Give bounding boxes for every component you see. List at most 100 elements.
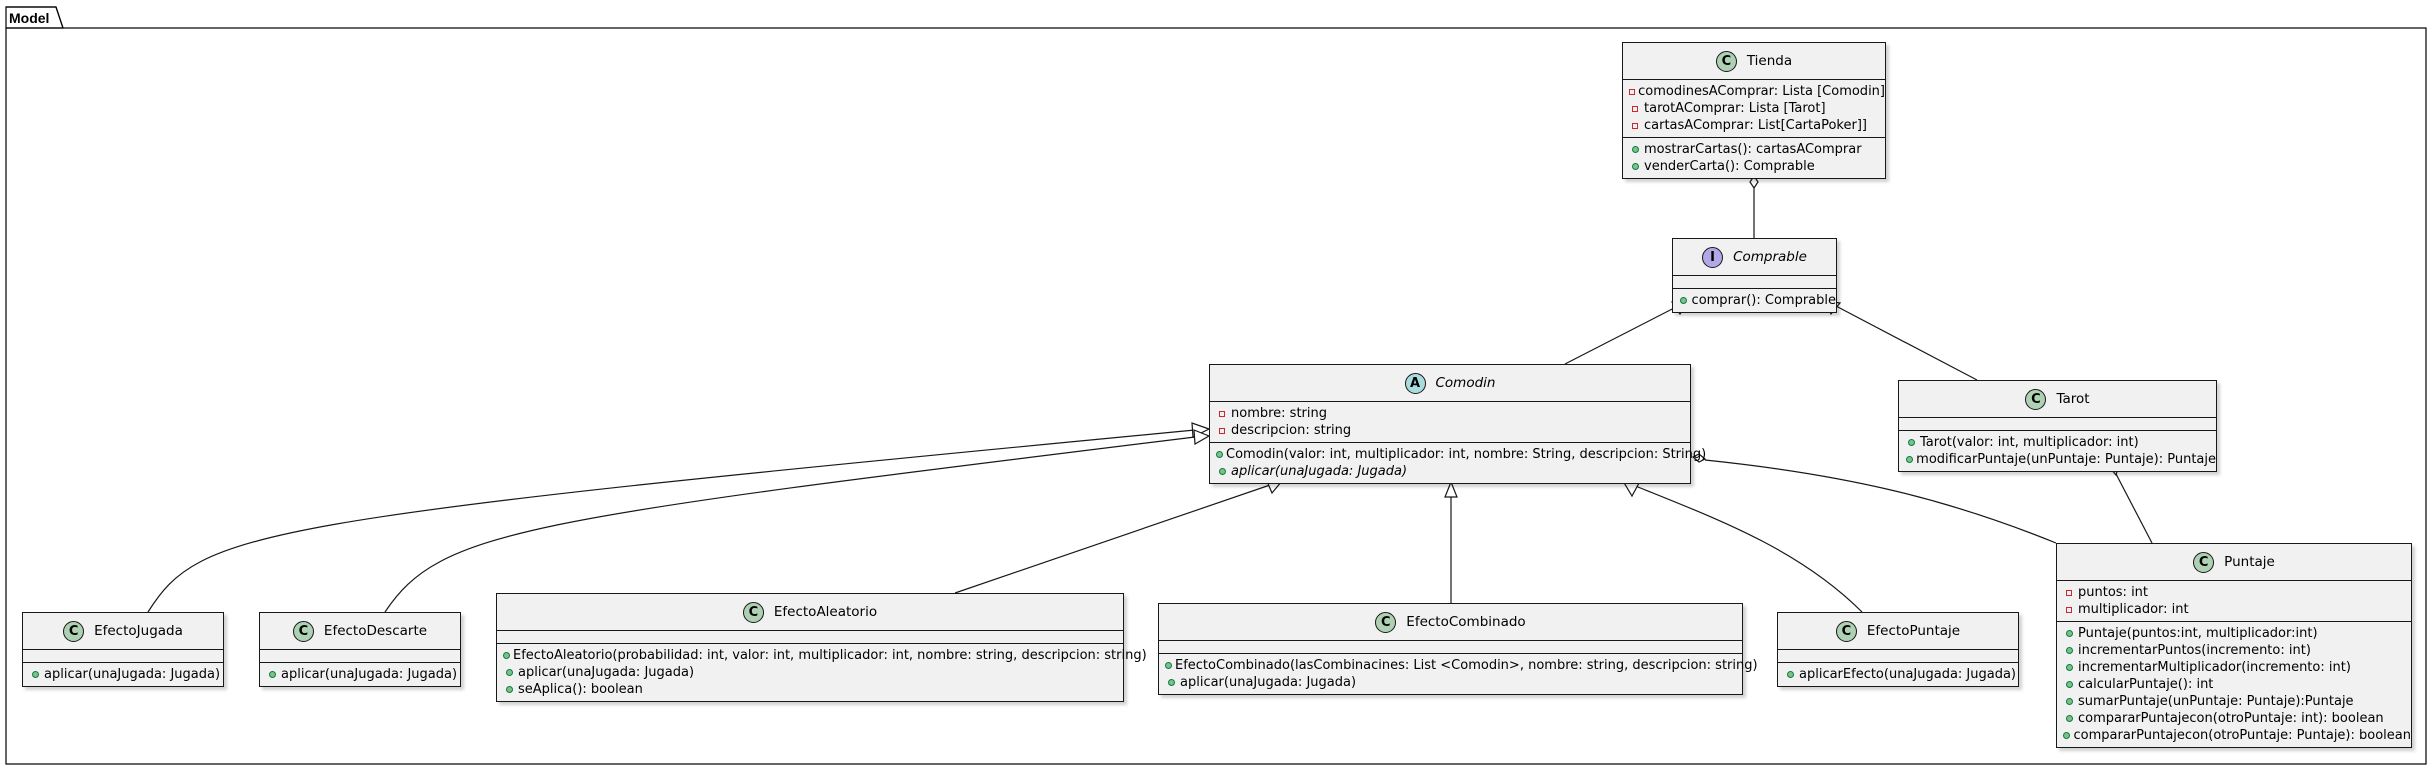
class-name: EfectoJugada [94,623,183,639]
interface-i-icon: I [1702,246,1724,268]
attributes-section [1899,418,2216,431]
class-puntaje: C Puntaje puntos: int multiplicador: int… [2056,543,2412,748]
attributes-section [1159,641,1742,654]
class-efectojugada: C EfectoJugada aplicar(unaJugada: Jugada… [22,612,224,687]
class-header: C EfectoCombinado [1159,604,1742,641]
public-visibility-icon [1631,163,1639,170]
private-visibility-icon [1629,88,1636,95]
class-name: EfectoPuntaje [1866,623,1961,639]
method: venderCarta(): Comprable [1623,158,1885,175]
attribute: tarotAComprar: Lista [Tarot] [1623,100,1885,117]
method: mostrarCartas(): cartasAComprar [1623,141,1885,158]
class-name: Tarot [2056,391,2090,407]
class-name: EfectoAleatorio [773,604,878,620]
method: aplicar(unaJugada: Jugada) [23,666,223,683]
public-visibility-icon [2065,698,2073,705]
method: aplicar(unaJugada: Jugada) [260,666,460,683]
public-visibility-icon [2065,681,2073,688]
class-c-icon: C [2193,551,2215,573]
class-efectocombinado: C EfectoCombinado EfectoCombinado(lasCom… [1158,603,1758,695]
attributes-section [497,631,1123,644]
public-visibility-icon [503,652,510,659]
class-c-icon: C [1375,611,1397,633]
class-header: C Puntaje [2057,544,2411,581]
methods-section: mostrarCartas(): cartasAComprar venderCa… [1623,138,1885,178]
aggregation-diamond-tienda [1749,174,1759,190]
public-visibility-icon [31,671,39,678]
public-visibility-icon [505,686,513,693]
relation-efectoaleatorio-comodin [954,484,1271,594]
method: compararPuntajecon(otroPuntaje: int): bo… [2057,710,2411,727]
public-visibility-icon [1905,456,1913,463]
methods-section: Puntaje(puntos:int, multiplicador:int) i… [2057,622,2411,747]
public-visibility-icon [2065,647,2073,654]
class-efectoaleatorio: C EfectoAleatorio EfectoAleatorio(probab… [496,593,1147,702]
attributes-section [1673,276,1836,289]
class-header: C Tarot [1899,381,2216,418]
relation-efectojugada-comodin [147,429,1196,613]
public-visibility-icon [1786,671,1794,678]
method: Comodin(valor: int, multiplicador: int, … [1210,446,1706,463]
class-name: Tienda [1746,53,1793,69]
aggregation-diamond-comodin [1691,453,1707,463]
relation-efectopuntaje-comodin [1632,484,1863,613]
interface-comprable: I Comprable comprar(): Comprable [1672,238,1837,313]
public-visibility-icon [268,671,276,678]
class-name: EfectoCombinado [1406,614,1526,630]
methods-section: aplicar(unaJugada: Jugada) [23,663,223,686]
class-c-icon: C [1835,620,1857,642]
public-visibility-icon [1631,146,1639,153]
class-header: I Comprable [1673,239,1836,276]
public-visibility-icon [2063,732,2071,739]
method: aplicar(unaJugada: Jugada) [497,664,1123,681]
private-visibility-icon [1632,122,1638,129]
relation-tarot-puntaje [2114,471,2153,544]
attribute: nombre: string [1210,405,1690,422]
relation-comodin-comprable [1564,304,1681,365]
attributes-section [260,650,460,663]
private-visibility-icon [2066,589,2072,596]
attributes-section: puntos: int multiplicador: int [2057,581,2411,622]
abstract-class-comodin: A Comodin nombre: string descripcion: st… [1209,364,1706,484]
public-visibility-icon [2065,715,2073,722]
class-tienda: C Tienda comodinesAComprar: Lista [Comod… [1622,42,1886,179]
method: incrementarMultiplicador(incremento: int… [2057,659,2411,676]
public-visibility-icon [1907,439,1915,446]
method: incrementarPuntos(incremento: int) [2057,642,2411,659]
methods-section: EfectoCombinado(lasCombinacines: List <C… [1159,654,1758,694]
inheritance-arrow-efectocombinado [1444,480,1458,498]
method: comprar(): Comprable [1673,292,1836,309]
method: aplicar(unaJugada: Jugada) [1210,463,1690,480]
public-visibility-icon [1216,451,1223,458]
class-efectodescarte: C EfectoDescarte aplicar(unaJugada: Juga… [259,612,461,687]
private-visibility-icon [1219,410,1225,417]
attribute: comodinesAComprar: Lista [Comodin] [1623,83,1885,100]
attribute: cartasAComprar: List[CartaPoker]] [1623,117,1885,134]
class-c-icon: C [1715,50,1737,72]
package-frame [5,27,2427,765]
class-c-icon: C [292,620,314,642]
private-visibility-icon [1219,427,1225,434]
inheritance-arrow-efectodescarte [1193,429,1211,445]
method: Tarot(valor: int, multiplicador: int) [1899,434,2216,451]
class-name: Comodin [1435,375,1496,391]
class-header: A Comodin [1210,365,1690,402]
package-name: Model [9,10,49,26]
method: Puntaje(puntos:int, multiplicador:int) [2057,625,2411,642]
class-header: C EfectoPuntaje [1778,613,2018,650]
methods-section: EfectoAleatorio(probabilidad: int, valor… [497,644,1147,701]
class-name: Comprable [1733,249,1807,265]
methods-section: comprar(): Comprable [1673,289,1836,312]
attribute: puntos: int [2057,584,2411,601]
public-visibility-icon [1167,679,1175,686]
attribute: multiplicador: int [2057,601,2411,618]
class-c-icon: C [63,620,85,642]
private-visibility-icon [2066,606,2072,613]
class-efectopuntaje: C EfectoPuntaje aplicarEfecto(unaJugada:… [1777,612,2019,687]
method: aplicar(unaJugada: Jugada) [1159,674,1742,691]
method: modificarPuntaje(unPuntaje: Puntaje): Pu… [1899,451,2216,468]
relation-efectodescarte-comodin [384,436,1196,613]
method: compararPuntajecon(otroPuntaje: Puntaje)… [2057,727,2411,744]
methods-section: aplicar(unaJugada: Jugada) [260,663,460,686]
